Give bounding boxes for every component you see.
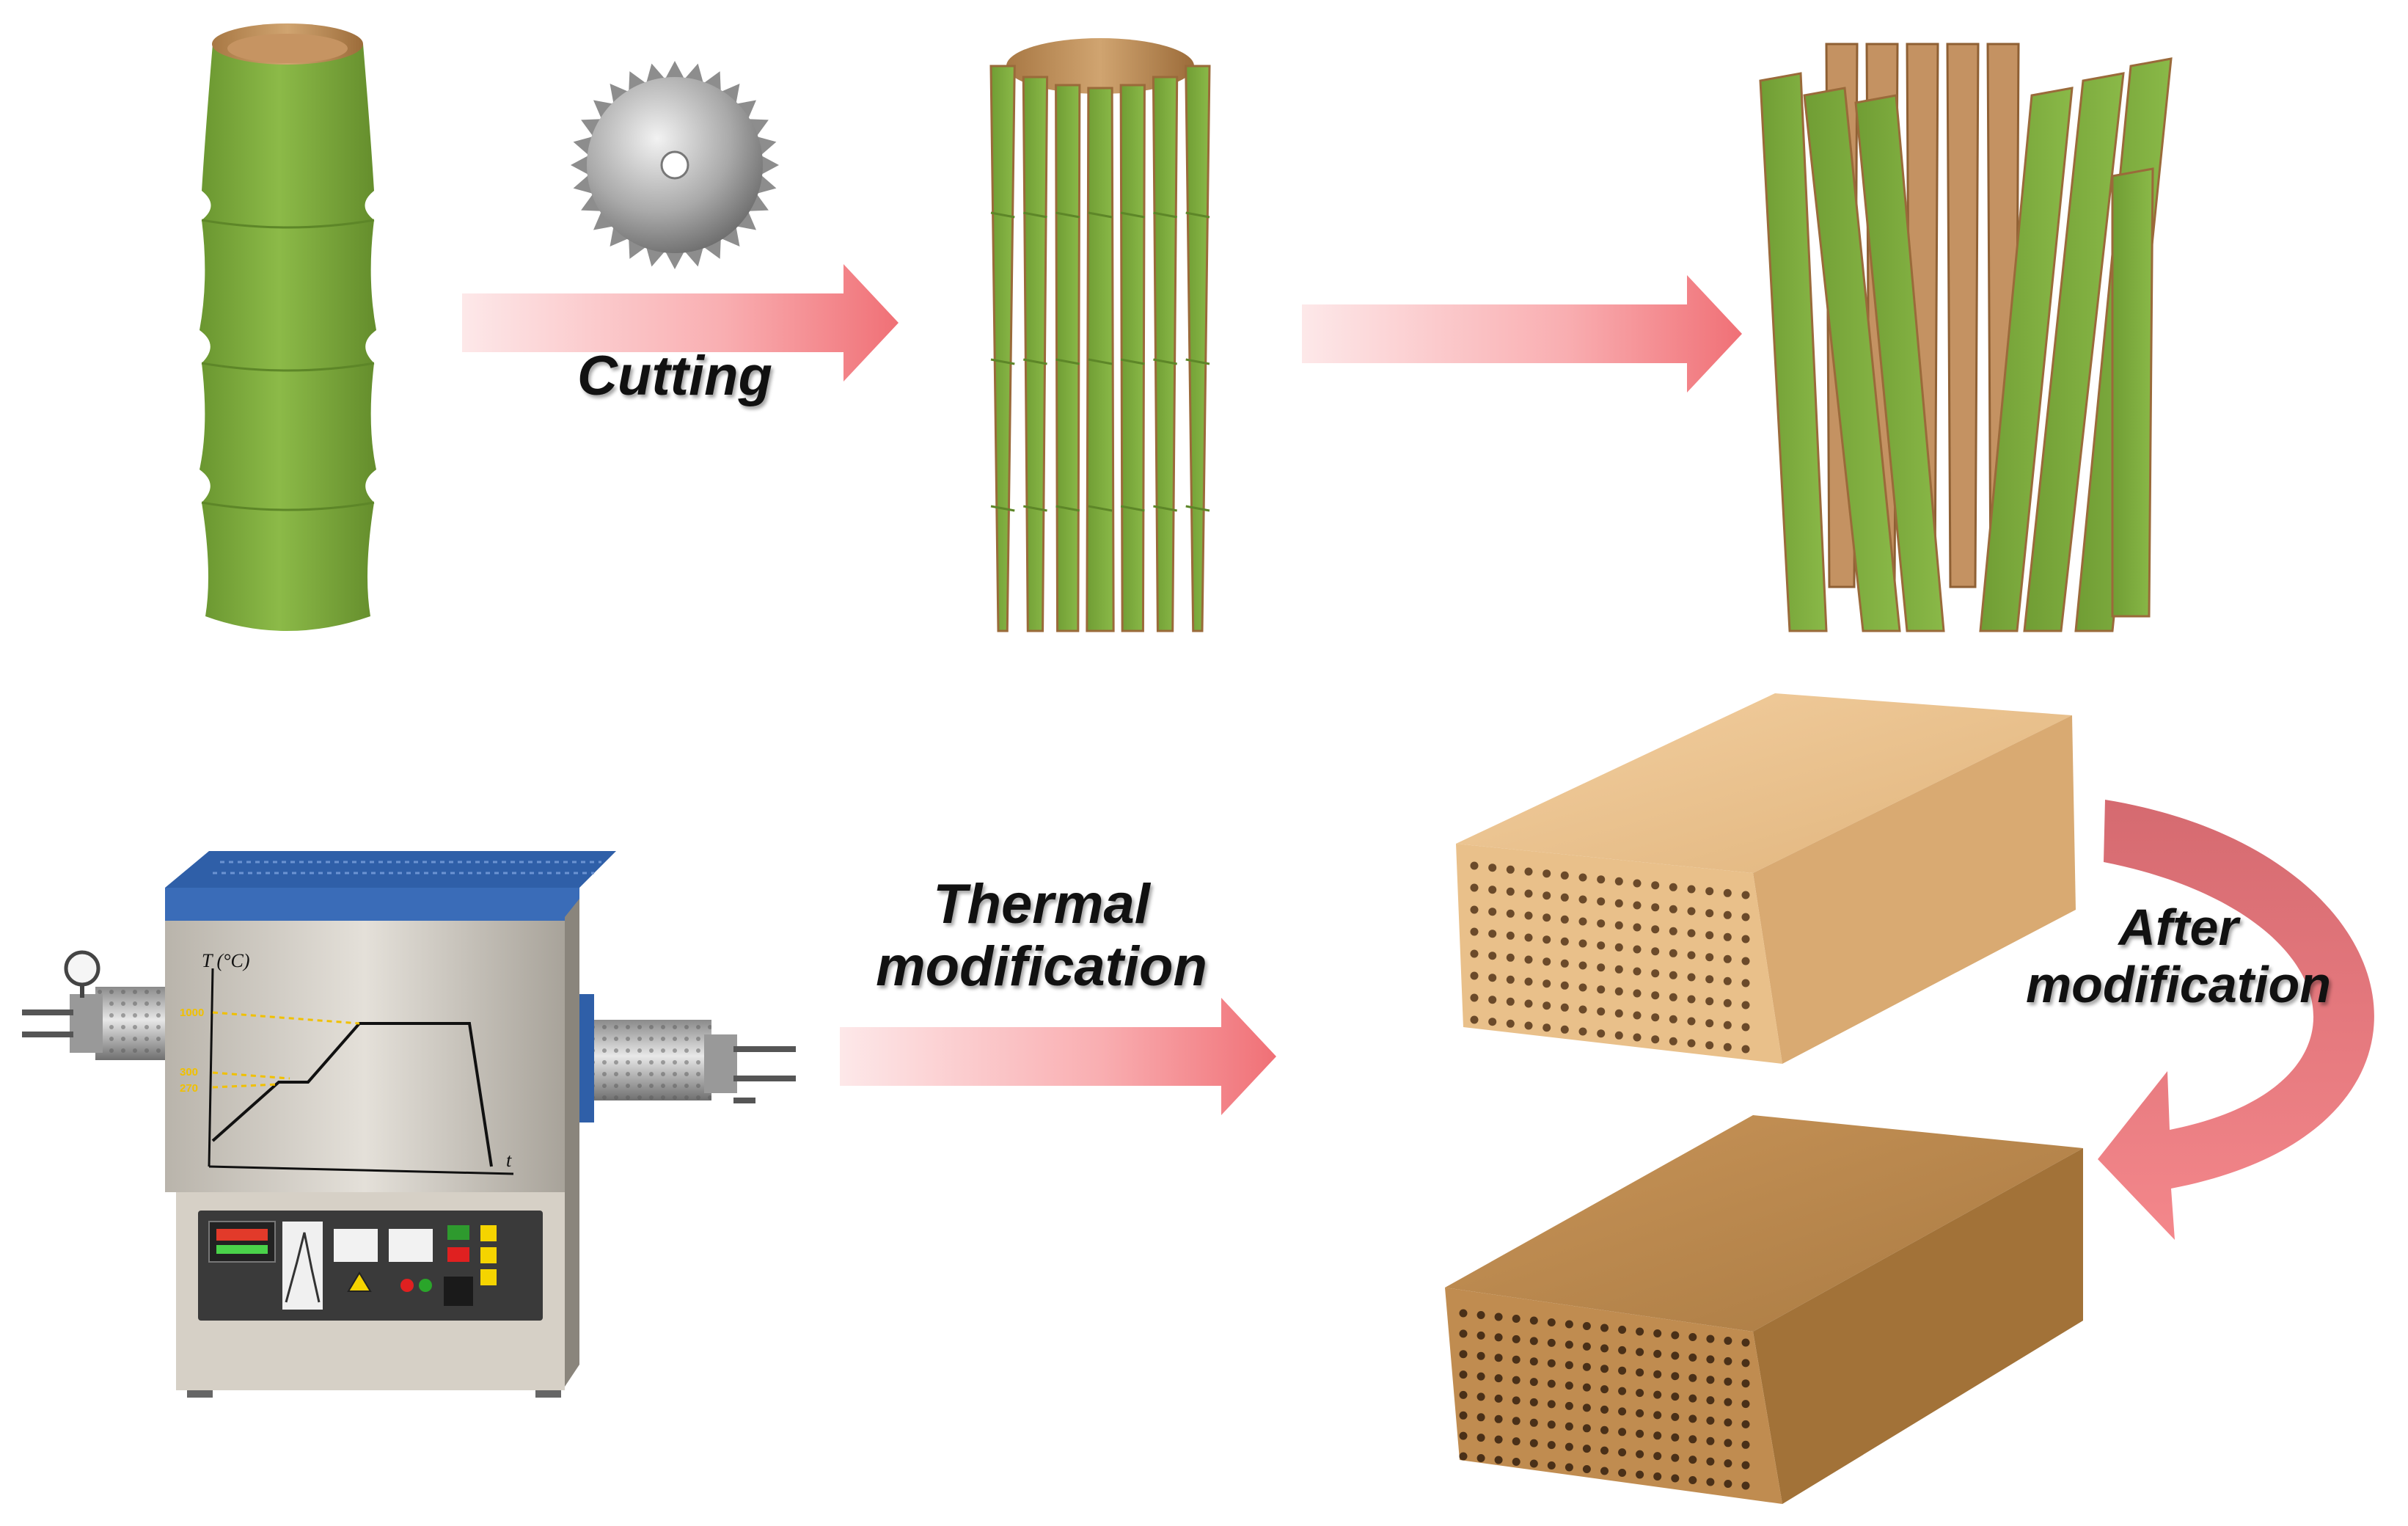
label-thermal-line1: Thermal xyxy=(933,873,1150,935)
bamboo-tube-intact xyxy=(200,23,376,631)
tube-furnace: T (°C) t 1000 300 270 xyxy=(22,851,796,1398)
bamboo-strip xyxy=(1055,84,1081,632)
label-after-line1: After xyxy=(2118,899,2239,956)
arrow-after-modification xyxy=(2098,800,2374,1240)
label-after-modification: After modification xyxy=(1980,899,2376,1014)
pressure-gauge-icon xyxy=(64,950,100,987)
graph-tick-mid: 300 xyxy=(180,1066,198,1078)
bamboo-block-after xyxy=(1445,1115,2083,1504)
graph-tick-low: 270 xyxy=(180,1082,198,1095)
bamboo-strip xyxy=(989,65,1016,632)
label-cutting: Cutting xyxy=(577,345,772,407)
arrow-cutting xyxy=(462,264,899,382)
graph-x-axis-label: t xyxy=(506,1150,512,1171)
label-thermal-line2: modification xyxy=(876,935,1207,999)
label-after-line2: modification xyxy=(2025,956,2332,1014)
bamboo-strip xyxy=(2023,72,2125,632)
arrow-splitting xyxy=(1302,275,1742,393)
bamboo-strip xyxy=(1803,87,1901,632)
bamboo-strip xyxy=(1022,76,1049,632)
bamboo-strip xyxy=(1152,76,1179,632)
bamboo-strip xyxy=(1854,94,1945,632)
bamboo-strips-splayed xyxy=(1759,43,2173,632)
bamboo-strip xyxy=(1185,65,1211,632)
bamboo-strip xyxy=(1086,87,1115,632)
bamboo-strip xyxy=(1119,84,1146,632)
bamboo-strip xyxy=(1979,87,2074,632)
graph-tick-high: 1000 xyxy=(180,1007,204,1019)
label-thermal-modification: Thermal modification xyxy=(821,873,1262,998)
bamboo-strip xyxy=(1759,72,1828,632)
graph-y-axis-label: T (°C) xyxy=(202,950,250,971)
temperature-profile-graph: T (°C) t 1000 300 270 xyxy=(180,950,514,1175)
bamboo-strip-inner xyxy=(1946,43,1980,588)
bamboo-strip xyxy=(2111,167,2154,618)
bamboo-tube-cut xyxy=(989,38,1211,632)
saw-blade-icon xyxy=(571,61,779,269)
arrow-thermal xyxy=(840,998,1276,1115)
bamboo-block-before xyxy=(1456,693,2076,1064)
